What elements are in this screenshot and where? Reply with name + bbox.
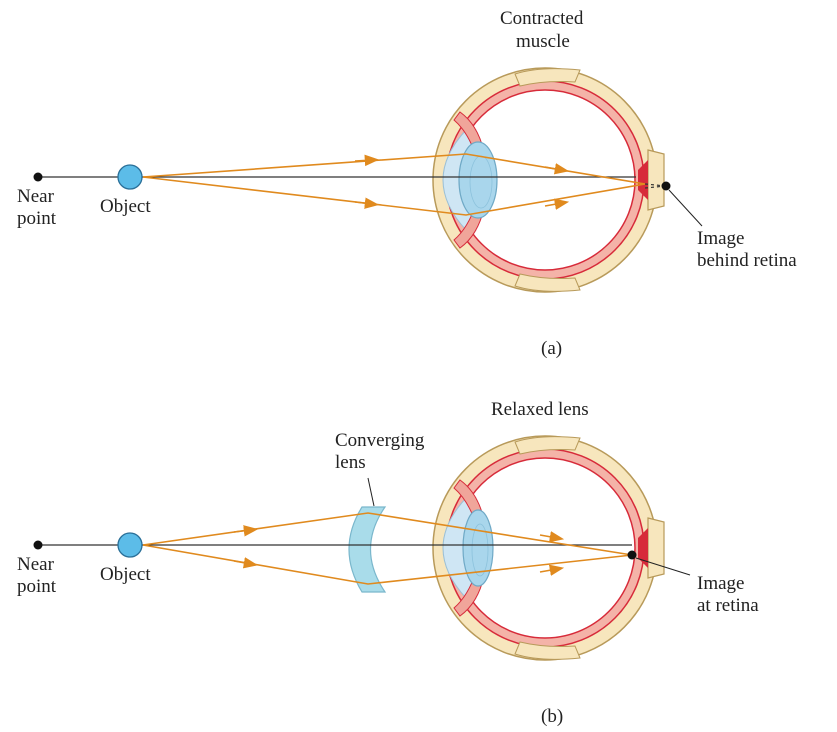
ray-upper-b: [142, 512, 633, 556]
image-label-a1: Image: [697, 228, 744, 249]
relaxed-lens-label: Relaxed lens: [491, 399, 589, 420]
image-leader-a: [668, 189, 703, 227]
ray-arrow-b3: [539, 531, 565, 543]
panel-a: Near point Object Contracted muscle Imag…: [17, 8, 797, 359]
near-point-dot-a: [33, 172, 43, 182]
panel-b: Near point Object Relaxed lens Convergin…: [17, 399, 759, 727]
eye-muscle-bottom: [514, 641, 581, 660]
near-point-dot-b: [33, 540, 43, 550]
object-circle-a: [117, 164, 143, 190]
ray-arrow-a1: [354, 154, 380, 167]
image-dot-a: [661, 181, 671, 191]
near-point-label-a1: Near: [17, 186, 55, 207]
near-point-label-b2: point: [17, 576, 57, 597]
image-leader-b: [635, 557, 691, 576]
image-label-b2: at retina: [697, 595, 759, 616]
eye-muscle-top: [514, 68, 581, 87]
ray-arrow-a4: [544, 198, 570, 210]
eye-a: [432, 67, 665, 293]
converging-lens-label-2: lens: [335, 452, 366, 473]
ray-lower-a: [142, 176, 646, 216]
optic-nerve: [647, 149, 665, 211]
ray-arrow-a3: [544, 163, 570, 175]
caption-a: (a): [541, 338, 562, 359]
ray-arrow-b1: [233, 525, 259, 537]
caption-b: (b): [541, 706, 563, 727]
ray-arrow-b4: [539, 564, 565, 576]
ray-upper-a: [142, 153, 646, 185]
near-point-label-b1: Near: [17, 554, 55, 575]
eye-b: [432, 435, 665, 661]
object-label-b: Object: [100, 564, 151, 585]
converging-lens: [348, 506, 387, 593]
ray-arrow-a2: [354, 197, 380, 209]
object-label-a: Object: [100, 196, 151, 217]
eye-muscle-top: [514, 436, 581, 455]
converging-lens-label-1: Converging: [335, 430, 425, 451]
crystalline-lens-inner: [471, 523, 489, 577]
ray-lower-b: [142, 544, 633, 585]
fovea-mark: [638, 528, 648, 568]
object-circle-b: [117, 532, 143, 558]
fovea-mark: [638, 160, 648, 200]
ray-arrow-b2: [233, 557, 259, 569]
contracted-muscle-label-2: muscle: [516, 31, 570, 52]
crystalline-lens: [462, 509, 494, 587]
image-dot-b: [627, 550, 637, 560]
image-label-b1: Image: [697, 573, 744, 594]
converging-lens-leader: [367, 477, 375, 507]
near-point-label-a2: point: [17, 208, 57, 229]
contracted-muscle-label-1: Contracted: [500, 8, 584, 29]
image-label-a2: behind retina: [697, 250, 797, 271]
optic-nerve: [647, 517, 665, 579]
eye-muscle-bottom: [514, 273, 581, 292]
